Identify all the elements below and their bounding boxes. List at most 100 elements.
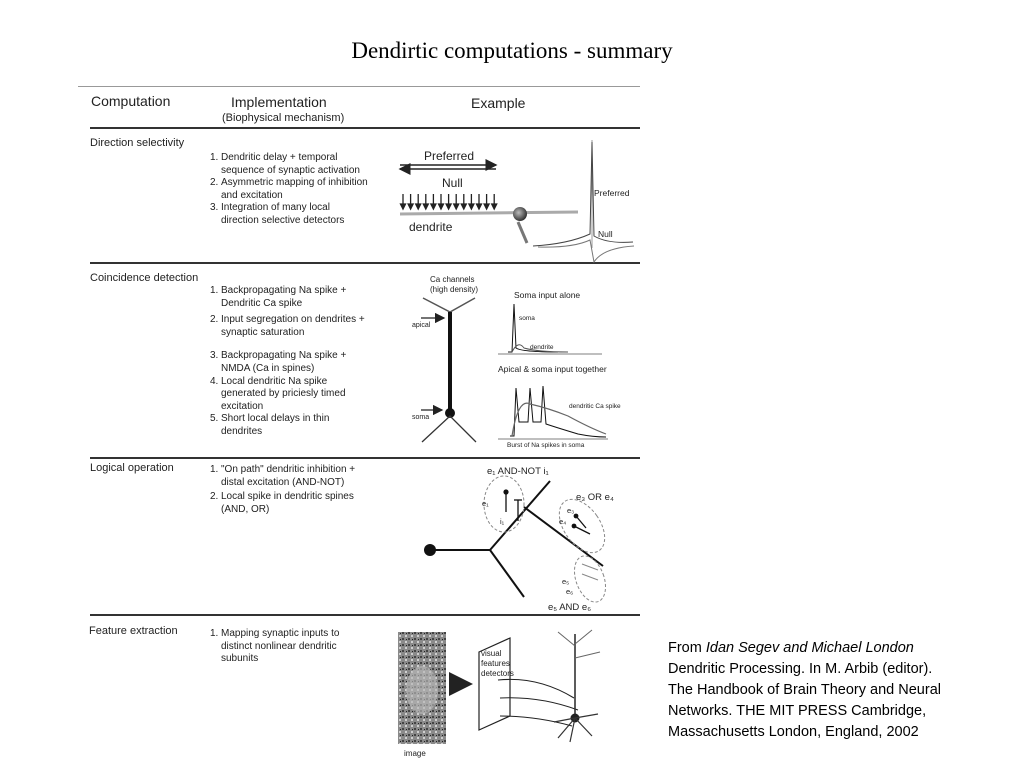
e4-label: e₄	[559, 517, 566, 526]
synapse-array	[399, 194, 498, 211]
e4-stalk	[573, 525, 591, 535]
row-divider-1	[90, 262, 640, 264]
synapse-head	[422, 203, 430, 211]
e1-label: e₁	[482, 499, 489, 508]
pyramidal-soma	[445, 408, 455, 418]
row-title-coincidence-detection: Coincidence detection	[90, 272, 199, 284]
impl-item: 1."On path" dendritic inhibition +distal…	[210, 464, 356, 488]
impl-item: 2.Local spike in dendritic spines(AND, O…	[210, 491, 354, 515]
projection-line	[499, 715, 573, 727]
visual-label: visual	[481, 649, 502, 658]
logic-side-branch	[523, 506, 604, 567]
row-divider-2	[90, 457, 640, 459]
or-label: e₃ OR e₄	[576, 492, 614, 503]
header-computation: Computation	[91, 93, 171, 109]
trace-preferred-label: Preferred	[594, 188, 630, 198]
synapse-head	[467, 203, 475, 211]
citation-authors: Idan Segev and Michael London	[705, 640, 914, 656]
e5-stalk	[581, 563, 599, 571]
trace-dendrite-label: dendrite	[530, 344, 554, 351]
e6-stalk	[581, 573, 599, 581]
dendrite-line	[399, 210, 579, 216]
synapse-head	[452, 203, 460, 211]
direction-selectivity-illustration: Preferred Null dendrite Preferred Null	[398, 140, 635, 264]
and-region	[573, 555, 607, 603]
trace-burst	[510, 385, 607, 438]
logic-branch-lower	[489, 549, 525, 598]
synapse-head	[460, 203, 468, 211]
citation: From Idan Segev and Michael London Dendr…	[668, 640, 941, 740]
impl-item: 2.Input segregation on dendrites +synapt…	[210, 314, 365, 338]
neuron-tuft	[557, 629, 601, 659]
impl-item: 1.Backpropagating Na spike +Dendritic Ca…	[210, 285, 347, 309]
slide-title: Dendirtic computations - summary	[351, 38, 673, 63]
header-implementation: Implementation	[231, 94, 327, 110]
dendritic-ca-spike-label: dendritic Ca spike	[569, 403, 621, 410]
apical-soma-together-label: Apical & soma input together	[498, 364, 607, 374]
synapse-head	[429, 203, 437, 211]
row-divider-3	[90, 614, 640, 616]
impl-list-logical: 1."On path" dendritic inhibition +distal…	[210, 464, 355, 516]
example-illustrations: Preferred Null dendrite Preferred Null C…	[398, 140, 635, 758]
header-implementation-sub: (Biophysical mechanism)	[222, 112, 345, 124]
ca-channels-label: Ca channels	[430, 275, 474, 284]
e3-stalk	[575, 515, 587, 529]
logic-branch-upper	[489, 480, 551, 551]
synapse-head	[414, 203, 422, 211]
impl-list-coincidence: 1.Backpropagating Na spike +Dendritic Ca…	[210, 285, 365, 439]
trace-dendrite-alone	[511, 344, 569, 353]
e3-label: e₃	[567, 506, 574, 515]
image-label: image	[404, 749, 426, 758]
neuron-basal	[553, 713, 599, 743]
synapse-head	[445, 203, 453, 211]
summary-figure: Computation Implementation (Biophysical …	[78, 86, 640, 762]
logical-operation-illustration: e₁ AND-NOT i₁ e₃ OR e₄ e₅ AND e₆ e₁ i₁ e…	[424, 466, 614, 613]
impl-item: 3.Backpropagating Na spike +NMDA (Ca in …	[210, 350, 347, 374]
apical-tuft	[422, 297, 476, 313]
feature-extraction-illustration: image visual features detectors	[398, 629, 601, 758]
synapse-head	[399, 203, 407, 211]
soma-label: soma	[412, 414, 429, 421]
header-rule	[90, 127, 640, 129]
or-region	[558, 498, 606, 554]
detectors-label: detectors	[481, 669, 514, 678]
features-label: features	[481, 659, 510, 668]
trace-dendritic-ca-spike	[511, 402, 607, 437]
row-title-direction-selectivity: Direction selectivity	[90, 137, 185, 149]
i1-label: i₁	[500, 517, 505, 526]
axon-line	[516, 221, 529, 244]
trace-null	[537, 239, 635, 264]
row-title-feature-extraction: Feature extraction	[89, 625, 178, 637]
null-label: Null	[442, 176, 463, 190]
and-label: e₅ AND e₆	[548, 602, 591, 613]
soma-icon	[513, 207, 527, 221]
trace-soma-label: soma	[519, 315, 535, 322]
synapse-head	[483, 203, 491, 211]
synapse-head	[407, 203, 415, 211]
synapse-head	[475, 203, 483, 211]
trace-null-label: Null	[598, 229, 613, 239]
e5-label: e₅	[562, 577, 569, 586]
row-title-logical-operation: Logical operation	[90, 462, 174, 474]
coincidence-detection-illustration: Ca channels (high density) apical soma S…	[412, 275, 621, 449]
top-rule	[78, 86, 640, 87]
header-example: Example	[471, 95, 526, 111]
preferred-label: Preferred	[424, 149, 474, 163]
e6-label: e₆	[566, 587, 573, 596]
trace-preferred	[532, 141, 634, 247]
and-not-region	[483, 475, 525, 533]
dendrite-label: dendrite	[409, 220, 453, 234]
ca-channels-density-label: (high density)	[430, 285, 478, 294]
projection-line	[497, 678, 575, 699]
face-shape	[406, 666, 438, 714]
synapse-head	[490, 203, 498, 211]
basal-dendrites	[421, 415, 477, 443]
projection-line	[499, 697, 579, 711]
